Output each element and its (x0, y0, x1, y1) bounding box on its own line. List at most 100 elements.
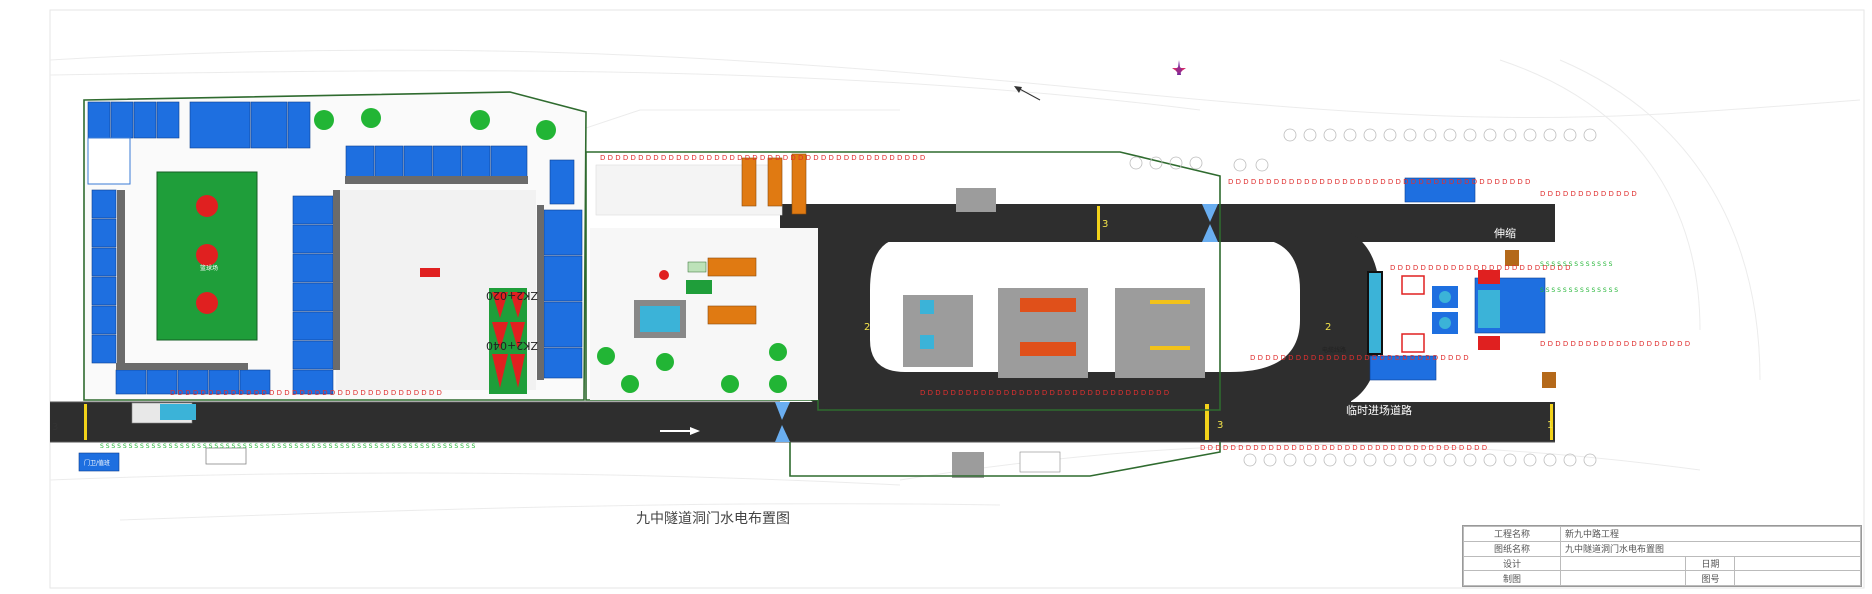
svg-text:S S S S S S S S S S S S S S: S S S S S S S S S S S S S S (1540, 287, 1618, 294)
draw-key: 制图 (1463, 570, 1561, 586)
svg-text:D D D D D D D D D D D D D D D: D D D D D D D D D D D D D D D D D D D D (1540, 340, 1690, 348)
sediment-pool (640, 306, 680, 332)
south-fence (789, 442, 1221, 477)
road-edges (50, 401, 1555, 443)
terrain-lines (49, 49, 1861, 521)
title-block-row-drawing: 图纸名称 九中隧道洞门水电布置图 (1463, 540, 1861, 557)
cable-label: 电缆线路 (1322, 346, 1346, 354)
title-block-row-design: 设计 日期 (1463, 555, 1861, 572)
portal-facade (1367, 271, 1383, 355)
drawing-frame (49, 9, 1865, 589)
portal-markers (775, 204, 1218, 442)
road-network (50, 204, 1555, 442)
drawing-title: 九中隧道洞门水电布置图 (636, 511, 790, 527)
court-label: 篮球场 (200, 264, 218, 272)
green-shed (686, 280, 712, 294)
water-tank-gate (160, 404, 196, 420)
section-label-e: 3 (1217, 420, 1223, 431)
traffic-arrow-icon (660, 427, 700, 435)
title-block-row-project: 工程名称 新九中路工程 (1463, 526, 1861, 542)
portal-warning-board-2 (1478, 336, 1500, 350)
left-camp: 篮球场 ZK2+020 ZK2+040 门卫/值班 (78, 91, 587, 472)
red-signboard (420, 268, 440, 277)
portal-water-tank (1478, 290, 1500, 328)
svg-text:D D D D D D D D D D D D D D D: D D D D D D D D D D D D D D D D D D D D … (920, 389, 1169, 397)
north-arrow (1014, 86, 1041, 101)
tunnel-portal-area: 电缆线路 (1322, 177, 1556, 388)
camp-trees (314, 108, 556, 140)
portal-office-bottom (1369, 355, 1437, 381)
svg-text:D D D D D D D D D D D D D D D: D D D D D D D D D D D D D D D D D D D D … (1250, 354, 1469, 362)
electric-pole-markers: D D D D D D D D D D D D D D D D D D D D … (170, 154, 1690, 452)
project-name-key: 工程名称 (1463, 526, 1561, 542)
generator-shed (956, 188, 996, 212)
svg-text:D D D D D D D D D D D D D D D: D D D D D D D D D D D D D D D D D D D D … (1228, 178, 1530, 186)
svg-text:D D D D D D D D D D D D D D D: D D D D D D D D D D D D D D D D D D D D … (1390, 264, 1571, 272)
section-label-d: 2 (1325, 322, 1331, 333)
title-block: 工程名称 新九中路工程 图纸名称 九中隧道洞门水电布置图 设计 日期 制图 图号 (1462, 525, 1862, 587)
date-value (1734, 555, 1861, 572)
station-labels: ZK2+020 ZK2+040 (486, 289, 538, 352)
dormitory-row-top (87, 101, 528, 179)
basketball-court: 篮球场 (156, 171, 258, 341)
mixer-trucks (707, 153, 807, 325)
storage-bays (1019, 451, 1061, 473)
design-key: 设计 (1463, 555, 1561, 572)
dorm-corridor (345, 176, 528, 184)
joint-box-top (1505, 250, 1519, 266)
portal-sign-1 (1401, 275, 1425, 295)
central-corridor (333, 190, 340, 370)
title-block-row-draw: 制图 图号 (1463, 570, 1861, 586)
water-pipe-markers: S S S S S S S S S S S S S S S S S S S S … (100, 261, 1618, 450)
loop-work-areas (903, 288, 1205, 378)
number-value (1734, 570, 1861, 586)
portal-sign-2 (1401, 333, 1425, 353)
section-label-f: 1 (1547, 420, 1553, 431)
drawing-name-key: 图纸名称 (1463, 540, 1561, 557)
section-label-c: 3 (1102, 219, 1108, 230)
east-corridor (537, 205, 544, 380)
svg-text:D D D D D D D D D D D D D D D: D D D D D D D D D D D D D D D D D D D D … (1200, 444, 1487, 452)
svg-text:D D D D D D D D D D D D D D D: D D D D D D D D D D D D D D D D D D D D … (600, 154, 925, 162)
section-label-b: 2 (864, 322, 870, 333)
parking-rows (1129, 128, 1597, 467)
road-label: 临时进场道路 (1346, 403, 1412, 417)
batching-yard (585, 151, 1221, 478)
dormitory-row-bottom (115, 369, 271, 395)
joint-box-bottom (1542, 372, 1556, 388)
compass-icon (1172, 60, 1186, 75)
date-key: 日期 (1685, 555, 1736, 572)
svg-text:S S S S S S S S S S S S S S S: S S S S S S S S S S S S S S S S S S S S … (100, 443, 476, 450)
warning-marker (659, 270, 669, 280)
yard-trees (597, 343, 787, 393)
portal-office-top (1404, 177, 1476, 203)
svg-text:D D D D D D D D D D D D D: D D D D D D D D D D D D D (1540, 190, 1637, 198)
dormitory-column-left (91, 189, 117, 364)
yard-hatched (590, 228, 818, 400)
station-label-zk2020: ZK2+020 (486, 289, 538, 302)
section-markers (84, 206, 1553, 440)
svg-text:S S S S S S S S S S S S S: S S S S S S S S S S S S S (1540, 261, 1613, 268)
project-name-value: 新九中路工程 (1560, 526, 1861, 542)
title-block-table: 工程名称 新九中路工程 图纸名称 九中隧道洞门水电布置图 设计 日期 制图 图号 (1463, 526, 1861, 586)
gate-house (78, 452, 120, 472)
svg-text:D D D D D D D D D D D D D D D: D D D D D D D D D D D D D D D D D D D D … (170, 389, 442, 397)
small-equipment (687, 261, 707, 273)
draw-value (1559, 570, 1687, 586)
drawing-name-value: 九中隧道洞门水电布置图 (1560, 540, 1861, 557)
number-key: 图号 (1685, 570, 1736, 586)
design-value (1559, 555, 1687, 572)
station-label-zk2040: ZK2+040 (486, 339, 538, 352)
transformer-shed (952, 452, 984, 478)
joint-label: 伸缩 (1494, 227, 1516, 240)
gate-label: 门卫/值班 (84, 459, 110, 467)
section-label-main-west: 3 (52, 422, 58, 433)
left-corridor (117, 190, 125, 365)
bottom-corridor (116, 363, 248, 370)
small-court (87, 137, 131, 185)
portal-road (1315, 225, 1351, 410)
portal-warning-board-1 (1478, 270, 1500, 284)
parking-area (205, 447, 247, 465)
